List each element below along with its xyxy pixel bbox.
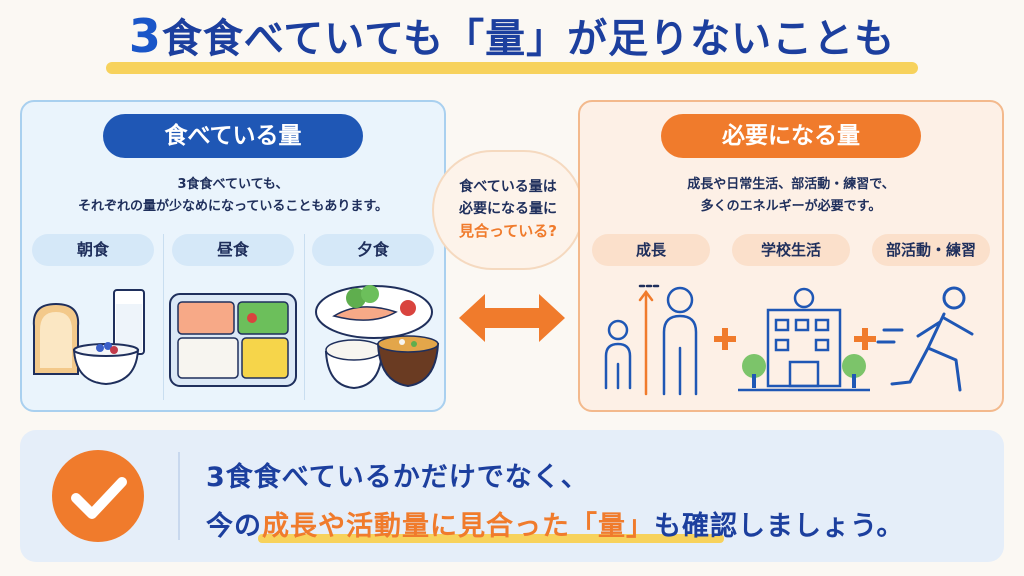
needed-amount-panel: 必要になる量 成長や日常生活、部活動・練習で、 多くのエネルギーが必要です。 成… — [578, 100, 1004, 412]
comparison-bubble: 食べている量は 必要になる量に 見合っている? — [432, 150, 584, 270]
eaten-amount-panel: 食べている量 3食食べていても、 それぞれの量が少なめになっていることもあります… — [20, 100, 446, 412]
plus-icon — [854, 328, 876, 350]
plus-icon — [714, 328, 736, 350]
eaten-amount-header: 食べている量 — [103, 114, 363, 158]
lunch-illustration — [169, 293, 297, 387]
meal-tag-breakfast: 朝食 — [32, 234, 154, 266]
check-icon — [52, 450, 144, 542]
emphasis-underline — [258, 534, 724, 543]
need-tag-growth: 成長 — [592, 234, 710, 266]
school-building-icon — [738, 287, 870, 392]
bento-box-icon — [169, 293, 297, 387]
breakfast-illustration — [32, 289, 145, 386]
need-tag-club-activity: 部活動・練習 — [872, 234, 990, 266]
rice-bowl-icon — [324, 339, 384, 390]
title-underline — [106, 62, 918, 74]
page-title: 3食食べていても「量」が足りないことも — [128, 9, 896, 63]
meal-divider — [304, 234, 305, 400]
needed-amount-description: 成長や日常生活、部活動・練習で、 多くのエネルギーが必要です。 — [687, 177, 895, 214]
summary-line-2: 今の成長や活動量に見合った「量」も確認しましょう。 — [206, 511, 905, 542]
summary-emphasis: 成長や活動量に見合った「量」 — [262, 511, 654, 542]
summary-divider — [178, 452, 180, 540]
summary-line-1: 3食食べているかだけでなく、 — [206, 462, 589, 493]
need-tag-school-life: 学校生活 — [732, 234, 850, 266]
meal-tag-lunch: 昼食 — [172, 234, 294, 266]
double-arrow-icon — [459, 294, 565, 342]
dinner-illustration — [315, 285, 440, 390]
yogurt-bowl-icon — [72, 342, 140, 386]
child-growth-icon — [604, 284, 698, 396]
eaten-amount-description: 3食食べていても、 それぞれの量が少なめになっていることもあります。 — [77, 177, 389, 214]
miso-soup-icon — [376, 335, 440, 388]
needs-illustration — [604, 284, 974, 396]
needed-amount-header: 必要になる量 — [661, 114, 921, 158]
bread-icon — [32, 302, 80, 375]
meal-tag-dinner: 夕食 — [312, 234, 434, 266]
runner-icon — [876, 286, 974, 392]
meal-divider — [163, 234, 164, 400]
salmon-plate-icon — [315, 285, 433, 339]
